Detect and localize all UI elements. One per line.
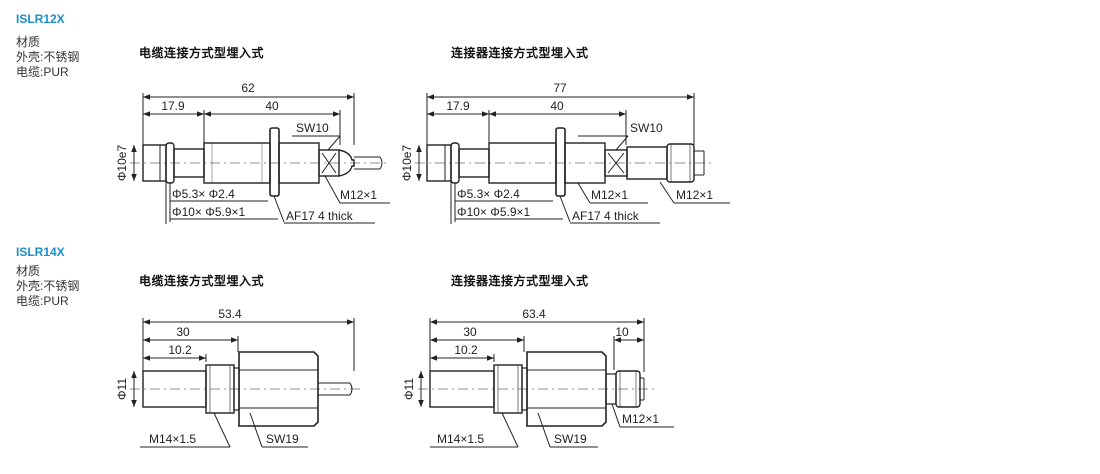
drawing-heading-connector-12: 连接器连接方式型埋入式 bbox=[451, 46, 589, 60]
drawing-islr12x-cable bbox=[130, 93, 390, 224]
label-callout-1: Φ5.3× Φ2.4 bbox=[172, 187, 235, 201]
label-callout-2: Φ10× Φ5.9×1 bbox=[457, 205, 531, 219]
dim-total-length: 63.4 bbox=[522, 307, 546, 321]
spec-material: 材质 bbox=[16, 264, 41, 278]
label-connector-thread: M12×1 bbox=[676, 188, 713, 202]
label-thread: M12×1 bbox=[340, 188, 377, 202]
drawing-heading-connector-14: 连接器连接方式型埋入式 bbox=[451, 274, 589, 288]
dim-front-length: 17.9 bbox=[446, 99, 470, 113]
label-thread: M12×1 bbox=[591, 188, 628, 202]
dim-thread-length: 40 bbox=[550, 99, 564, 113]
drawing-islr14x-connector bbox=[418, 318, 674, 448]
label-callout-1: Φ5.3× Φ2.4 bbox=[457, 187, 520, 201]
label-wrench: SW19 bbox=[554, 432, 587, 446]
label-wrench: SW10 bbox=[296, 121, 329, 135]
dim-diameter: Φ10e7 bbox=[115, 145, 129, 182]
drawing-islr14x-cable bbox=[130, 318, 360, 448]
label-nut-note: AF17 4 thick bbox=[572, 209, 640, 223]
drawing-heading-cable-12: 电缆连接方式型埋入式 bbox=[139, 46, 265, 60]
dim-length-c: 10 bbox=[615, 325, 629, 339]
label-nut-note: AF17 4 thick bbox=[286, 209, 354, 223]
spec-housing: 外壳:不锈钢 bbox=[16, 50, 80, 64]
dim-length-b: 10.2 bbox=[454, 343, 478, 357]
model-name-islr14x: ISLR14X bbox=[16, 245, 65, 259]
label-thread: M14×1.5 bbox=[437, 432, 484, 446]
dim-length-b: 10.2 bbox=[168, 343, 192, 357]
dim-front-length: 17.9 bbox=[161, 99, 185, 113]
model-name-islr12x: ISLR12X bbox=[16, 12, 65, 26]
dim-thread-length: 40 bbox=[265, 99, 279, 113]
dim-total-length: 62 bbox=[241, 81, 255, 95]
dim-diameter: Φ11 bbox=[115, 378, 129, 400]
spec-cable: 电缆:PUR bbox=[16, 65, 69, 79]
drawing-islr12x-connector bbox=[415, 93, 730, 224]
spec-cable: 电缆:PUR bbox=[16, 294, 69, 308]
label-wrench: SW19 bbox=[266, 432, 299, 446]
label-thread: M14×1.5 bbox=[149, 432, 196, 446]
drawing-heading-cable-14: 电缆连接方式型埋入式 bbox=[139, 274, 265, 288]
dim-total-length: 53.4 bbox=[218, 307, 242, 321]
dim-length-a: 30 bbox=[463, 325, 477, 339]
dim-length-a: 30 bbox=[176, 325, 190, 339]
dim-total-length: 77 bbox=[553, 81, 567, 95]
label-connector-thread: M12×1 bbox=[622, 412, 659, 426]
spec-material: 材质 bbox=[16, 35, 41, 49]
label-wrench: SW10 bbox=[630, 121, 663, 135]
dim-diameter: Φ10e7 bbox=[400, 145, 414, 182]
spec-housing: 外壳:不锈钢 bbox=[16, 279, 80, 293]
label-callout-2: Φ10× Φ5.9×1 bbox=[172, 205, 246, 219]
dim-diameter: Φ11 bbox=[402, 378, 416, 400]
